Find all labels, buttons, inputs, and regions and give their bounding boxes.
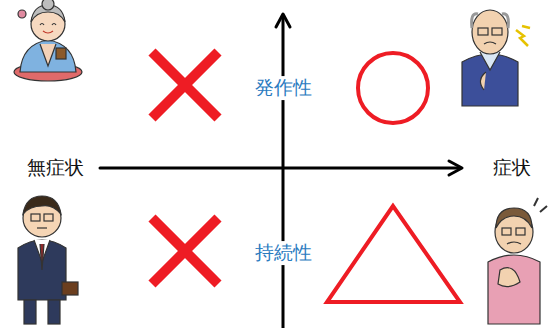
distressed-man-figure (488, 198, 547, 324)
cross-mark-part (152, 52, 218, 118)
horizontal-axis (100, 167, 460, 170)
cross-mark (152, 52, 218, 118)
elderly-woman-figure-part (43, 31, 53, 33)
elderly-man-figure-part (516, 30, 528, 46)
elderly-man-figure-part (484, 42, 496, 44)
distressed-man-figure-part (534, 198, 547, 212)
businessman-figure-part (31, 214, 40, 221)
elderly-woman-figure (14, 0, 82, 81)
axis-arrowhead (276, 14, 290, 27)
elderly-man-figure (462, 10, 530, 106)
businessman-figure-part (23, 196, 61, 214)
businessman-figure-part (18, 240, 66, 300)
elderly-man-figure-part (492, 28, 502, 35)
businessman-figure-part (62, 282, 78, 295)
axis-end-label: 症状 (490, 156, 534, 180)
elderly-man-figure-part (472, 14, 509, 28)
vertical-axis (282, 16, 285, 328)
distressed-man-figure-part (502, 228, 511, 235)
elderly-man-figure-part (522, 26, 530, 28)
cross-mark-part (152, 218, 218, 284)
businessman-figure-part (24, 300, 36, 324)
elderly-woman-figure-part (40, 44, 56, 66)
elderly-man-figure-part (480, 72, 486, 90)
axis-end-label: 無症状 (24, 156, 87, 180)
cross-mark-part (152, 52, 218, 118)
distressed-man-figure-part (516, 228, 525, 235)
cross-mark-part (152, 218, 218, 284)
elderly-woman-figure-part (40, 24, 56, 26)
businessman-figure-part (37, 227, 47, 228)
distressed-man-figure-part (498, 268, 520, 287)
axis-label: 持続性 (252, 241, 315, 265)
businessman-figure (18, 196, 78, 324)
elderly-woman-figure-part (18, 10, 26, 18)
distressed-man-figure-part (488, 255, 540, 324)
distressed-man-figure-part (507, 242, 521, 244)
elderly-man-figure-part (478, 28, 488, 35)
circle-mark (358, 53, 428, 123)
elderly-woman-figure-part (56, 48, 66, 59)
axis-arrowhead (449, 161, 462, 175)
axes (100, 14, 462, 328)
cross-mark (152, 218, 218, 284)
distressed-man-figure-part (496, 208, 532, 228)
elderly-man-figure-part (472, 10, 508, 54)
elderly-woman-figure-part (42, 0, 54, 10)
businessman-figure-part (44, 214, 53, 221)
axis-label: 発作性 (252, 76, 315, 100)
elderly-man-figure-part (480, 52, 500, 70)
triangle-mark (327, 206, 460, 302)
businessman-figure-part (40, 244, 44, 270)
businessman-figure-part (48, 300, 60, 324)
elderly-woman-figure-part (20, 40, 76, 72)
